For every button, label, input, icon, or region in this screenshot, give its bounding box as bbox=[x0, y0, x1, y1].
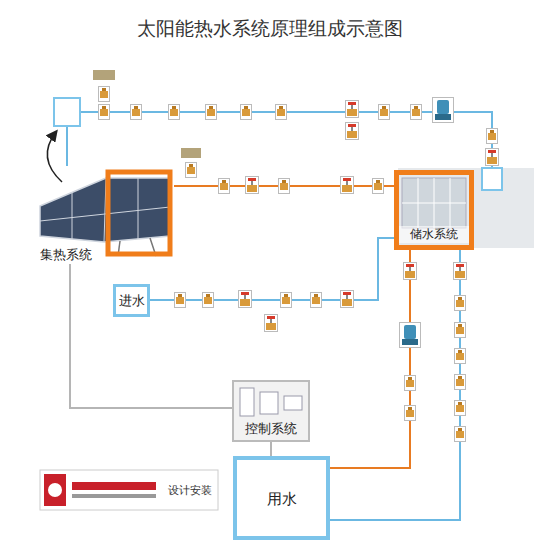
valve bbox=[131, 105, 142, 120]
collector-outline bbox=[108, 172, 170, 254]
logo-mark bbox=[44, 474, 66, 506]
tank-line bbox=[402, 203, 466, 204]
valve bbox=[99, 87, 110, 102]
valve bbox=[346, 123, 359, 140]
box-label: 集热系统 bbox=[40, 246, 92, 264]
valve bbox=[175, 293, 186, 308]
valve bbox=[455, 375, 466, 390]
valve bbox=[455, 427, 466, 442]
pipe-line bbox=[70, 264, 232, 408]
pipe-line bbox=[270, 442, 272, 456]
valve bbox=[411, 105, 422, 120]
gauge bbox=[93, 70, 115, 80]
panel-grid bbox=[138, 178, 139, 239]
valve bbox=[454, 263, 467, 280]
valve bbox=[169, 105, 180, 120]
valve bbox=[487, 129, 498, 144]
valve bbox=[279, 179, 290, 194]
logo-caption: 设计安装 bbox=[168, 483, 212, 498]
valve bbox=[276, 105, 287, 120]
pipe-line bbox=[330, 250, 460, 520]
pump bbox=[433, 98, 454, 123]
valve bbox=[486, 149, 499, 166]
box-label: 进水 bbox=[116, 292, 147, 310]
valve bbox=[405, 376, 416, 391]
solar-panel bbox=[40, 178, 170, 242]
box-label: 控制系统 bbox=[234, 420, 308, 438]
valve bbox=[241, 105, 252, 120]
valve bbox=[99, 105, 110, 120]
valve bbox=[219, 179, 230, 194]
valve bbox=[281, 293, 292, 308]
logo-bar bbox=[72, 494, 156, 498]
valve bbox=[455, 401, 466, 416]
valve bbox=[373, 179, 384, 194]
gauge bbox=[181, 148, 201, 158]
panel-leg bbox=[118, 241, 120, 256]
valve bbox=[346, 101, 359, 118]
cabinet bbox=[284, 396, 302, 410]
valve bbox=[206, 105, 217, 120]
valve bbox=[311, 293, 322, 308]
tank-line bbox=[450, 178, 451, 228]
valve bbox=[455, 349, 466, 364]
pump bbox=[400, 323, 421, 348]
valve bbox=[265, 315, 278, 332]
diagram-title: 太阳能热水系统原理组成示意图 bbox=[0, 16, 540, 42]
cabinet bbox=[240, 388, 254, 416]
valve bbox=[246, 177, 259, 194]
valve bbox=[239, 291, 252, 308]
valve bbox=[341, 291, 354, 308]
valve bbox=[379, 105, 390, 120]
box-label: 用水 bbox=[237, 490, 326, 509]
valve bbox=[341, 177, 354, 194]
pipe-line bbox=[330, 250, 410, 468]
panel-grid bbox=[104, 178, 106, 242]
system-box: 集热系统 bbox=[38, 166, 174, 264]
logo-frame bbox=[40, 470, 218, 510]
system-box: 储水系统 bbox=[394, 170, 474, 250]
tank-band bbox=[398, 168, 534, 248]
vent-box bbox=[54, 98, 80, 126]
curved-arrow bbox=[47, 132, 62, 182]
logo-bar bbox=[72, 482, 156, 490]
panel-leg bbox=[150, 238, 156, 256]
box-label: 储水系统 bbox=[399, 226, 469, 243]
control-bg bbox=[234, 382, 308, 440]
tank-line bbox=[418, 178, 419, 228]
joint-box bbox=[482, 168, 502, 190]
valve bbox=[405, 406, 416, 421]
pipe-line bbox=[174, 185, 394, 187]
system-box: 控制系统 bbox=[232, 380, 310, 442]
logo-mark bbox=[48, 483, 62, 497]
system-box: 用水 bbox=[233, 456, 330, 540]
valve bbox=[203, 293, 214, 308]
valve bbox=[404, 263, 417, 280]
system-box: 进水 bbox=[113, 284, 150, 317]
valve bbox=[186, 163, 197, 178]
cabinet bbox=[260, 392, 278, 414]
pipe-line bbox=[150, 238, 394, 300]
valve bbox=[455, 296, 466, 311]
tank-body bbox=[402, 178, 466, 228]
tank-line bbox=[434, 178, 435, 228]
panel-grid bbox=[72, 192, 73, 239]
valve bbox=[455, 323, 466, 338]
panel-grid bbox=[40, 207, 170, 221]
